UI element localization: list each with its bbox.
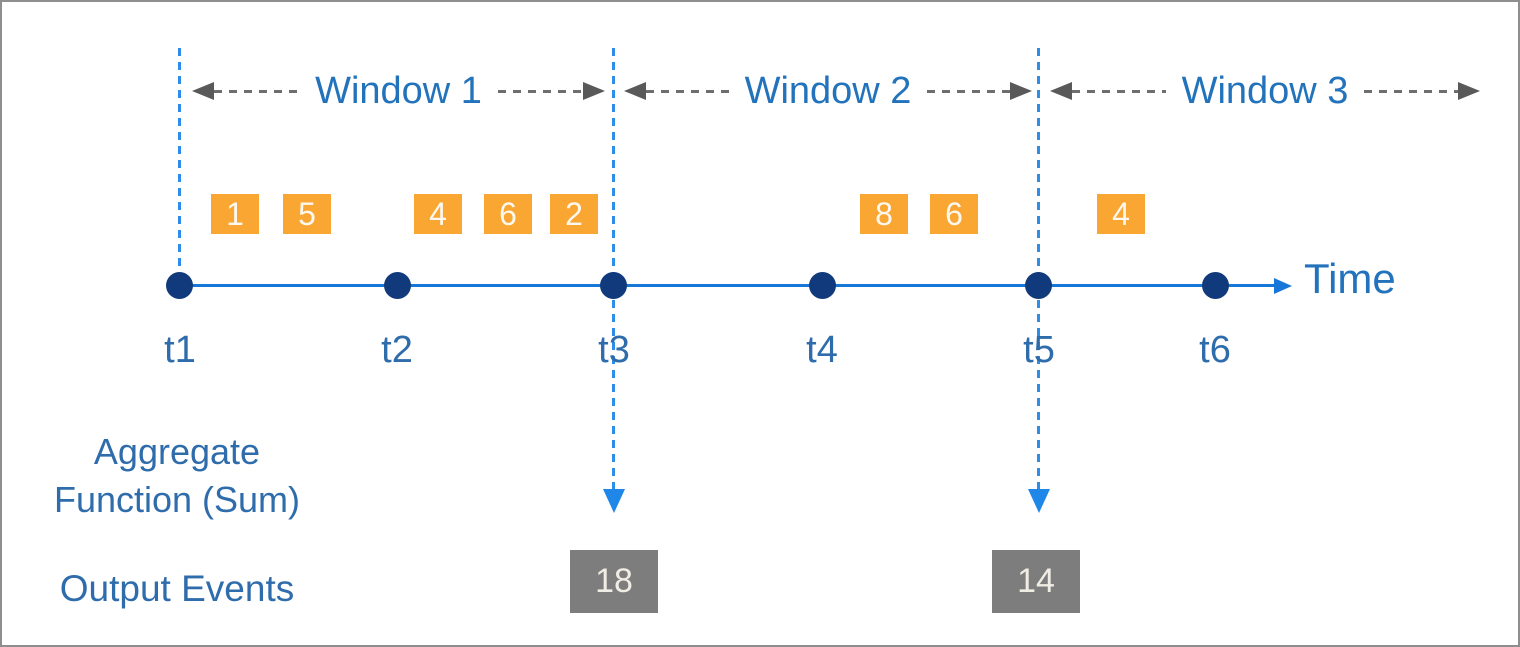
input-event-box: 6	[484, 194, 532, 234]
window-1-label: Window 1	[315, 70, 482, 112]
input-event-box: 2	[550, 194, 598, 234]
arrow-left-icon	[1050, 82, 1072, 100]
time-point-dot-t5	[1025, 272, 1052, 299]
aggregate-function-label-line1: Aggregate	[93, 431, 261, 472]
input-event-box: 1	[211, 194, 259, 234]
tick-label-t4: t4	[806, 329, 838, 371]
time-point-dot-t3	[600, 272, 627, 299]
output-down-arrow-icon	[1028, 489, 1050, 513]
window-2-span: Window 2	[624, 70, 1032, 112]
input-event-box: 4	[414, 194, 462, 234]
time-axis-line	[180, 284, 1276, 287]
window-3-span: Window 3	[1050, 70, 1480, 112]
output-events-label: Output Events	[59, 568, 295, 609]
window-3-label: Window 3	[1181, 70, 1349, 112]
tick-label-t5: t5	[1023, 329, 1055, 371]
tick-label-t1: t1	[164, 329, 196, 371]
window-boundary-line-t5	[1037, 48, 1040, 489]
window-2-label: Window 2	[744, 70, 912, 112]
input-event-box: 6	[930, 194, 978, 234]
time-axis-arrow-icon	[1274, 278, 1292, 294]
window-boundary-line-t3	[612, 48, 615, 489]
input-event-box: 4	[1097, 194, 1145, 234]
tick-label-t2: t2	[381, 329, 413, 371]
arrow-right-icon	[1010, 82, 1032, 100]
arrow-right-icon	[1458, 82, 1480, 100]
dashed-line	[497, 89, 583, 93]
window-boundary-line-t1	[178, 48, 181, 272]
dashed-line	[214, 89, 300, 93]
time-point-dot-t4	[809, 272, 836, 299]
dashed-line	[646, 89, 729, 93]
time-point-dot-t2	[384, 272, 411, 299]
input-event-box: 5	[283, 194, 331, 234]
window-1-span: Window 1	[192, 70, 605, 112]
output-down-arrow-icon	[603, 489, 625, 513]
tick-label-t6: t6	[1199, 329, 1231, 371]
arrow-right-icon	[583, 82, 605, 100]
dashed-line	[927, 89, 1010, 93]
aggregate-function-label-line2: Function (Sum)	[53, 479, 301, 520]
aggregate-function-label: Aggregate Function (Sum)	[27, 428, 327, 524]
input-event-box: 8	[860, 194, 908, 234]
time-point-dot-t1	[166, 272, 193, 299]
dashed-line	[1364, 89, 1458, 93]
time-point-dot-t6	[1202, 272, 1229, 299]
output-event-box-t5: 14	[992, 550, 1080, 613]
arrow-left-icon	[192, 82, 214, 100]
time-axis-label: Time	[1304, 255, 1396, 302]
arrow-left-icon	[624, 82, 646, 100]
output-event-box-t3: 18	[570, 550, 658, 613]
tick-label-t3: t3	[598, 329, 630, 371]
dashed-line	[1072, 89, 1166, 93]
